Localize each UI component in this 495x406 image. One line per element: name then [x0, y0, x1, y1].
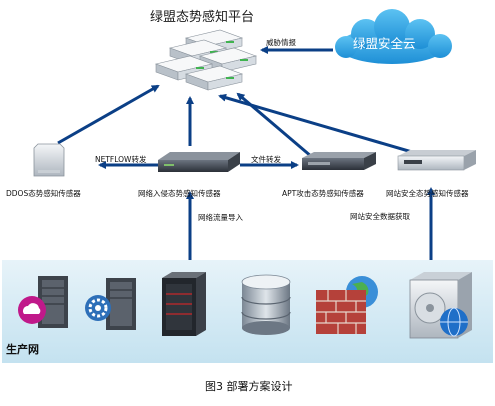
web-server-icon [409, 272, 472, 339]
ddos-to-platform-arrow [57, 84, 160, 145]
file-forward-label: 文件转发 [251, 155, 281, 164]
ids-sensor-label: 网络入侵态势感知传感器 [138, 189, 221, 198]
web-appliance-icon [397, 150, 476, 171]
database-icon [241, 274, 291, 335]
rack-server-icon [162, 272, 206, 336]
ddos-sensor-label: DDOS态势感知传感器 [6, 189, 81, 198]
cloud-icon [335, 9, 452, 64]
figure-caption: 图3 部署方案设计 [205, 380, 293, 393]
platform-title: 绿盟态势感知平台 [150, 10, 255, 25]
cloud-label: 绿盟安全云 [353, 36, 416, 51]
apt-appliance-icon [302, 152, 376, 170]
netflow-label: NETFLOW转发 [95, 155, 147, 164]
gear-server-icon [85, 278, 136, 330]
web-to-platform-arrow [218, 93, 413, 154]
ddos-appliance-icon [33, 143, 65, 177]
cloud-server-icon [18, 276, 68, 328]
traffic-import-label: 网络流量导入 [198, 213, 243, 222]
ids-appliance-icon [158, 152, 240, 172]
threat-intel-label: 威胁情报 [266, 38, 296, 47]
production-network-label: 生产网 [6, 343, 39, 356]
apt-sensor-label: APT攻击态势感知传感器 [282, 189, 364, 198]
firewall-icon [316, 276, 378, 334]
web-data-label: 网站安全数据获取 [350, 212, 410, 221]
server-cluster-icon [154, 29, 258, 91]
flow-arrows [57, 46, 435, 260]
web-sensor-label: 网站安全态势感知传感器 [386, 189, 469, 198]
